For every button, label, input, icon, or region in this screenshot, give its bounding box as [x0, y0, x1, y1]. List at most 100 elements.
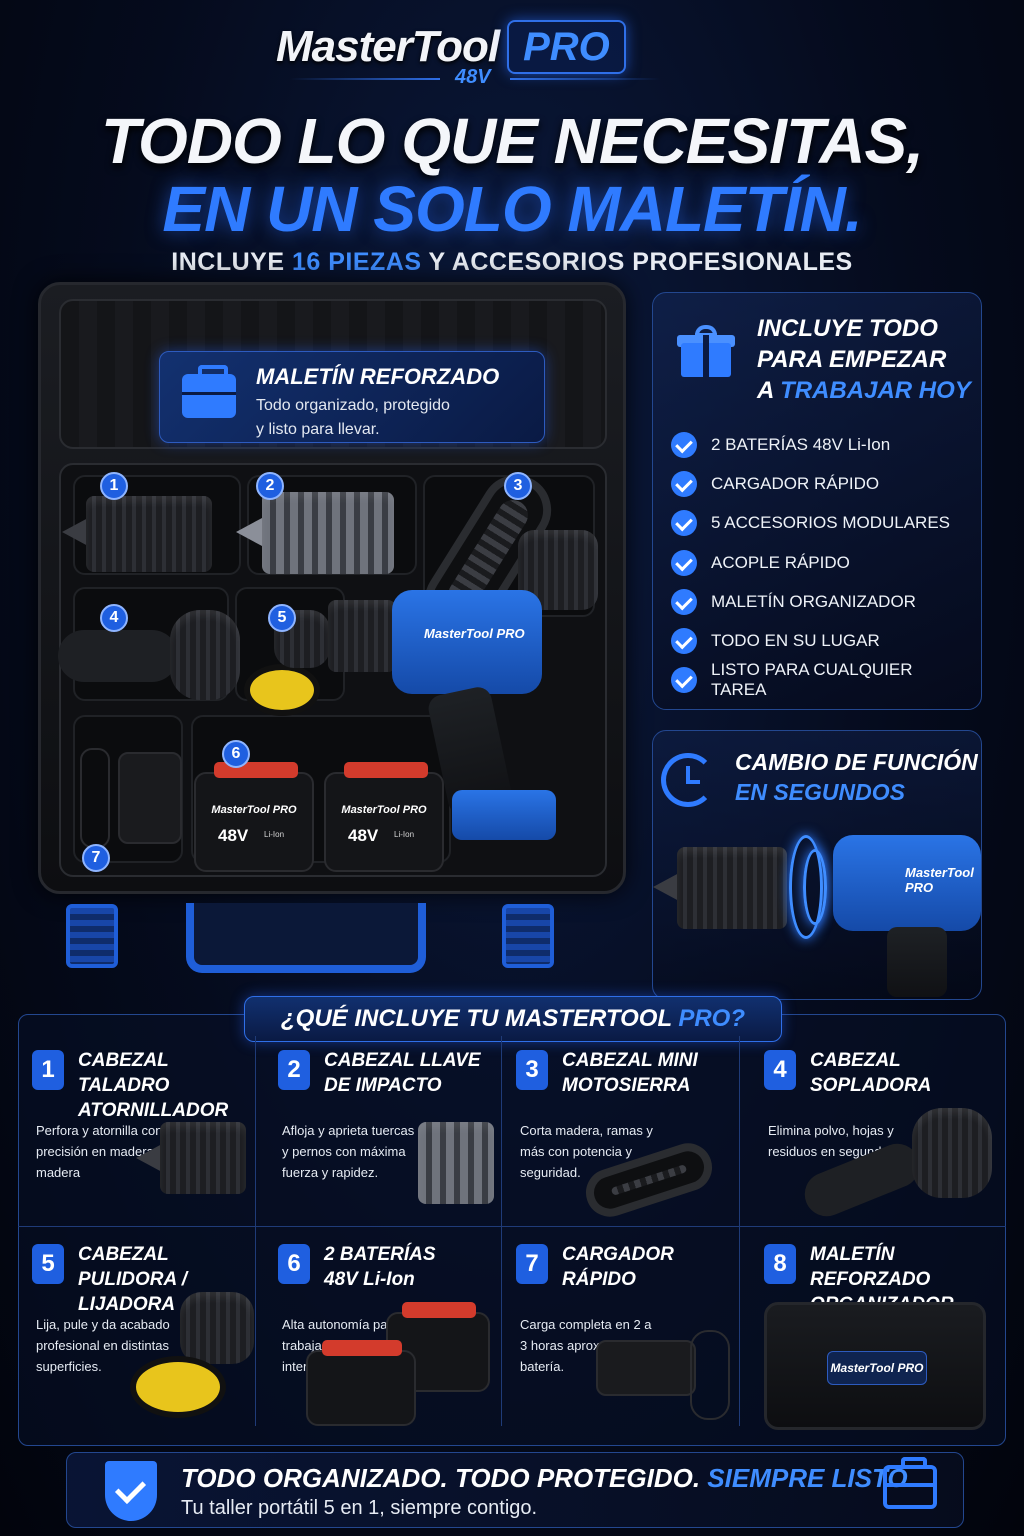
quick-drill-body [833, 835, 981, 931]
drill-head-image [86, 496, 212, 572]
battery-1-brand: MasterTool PRO [211, 804, 297, 816]
footer-title: TODO ORGANIZADO. TODO PROTEGIDO. SIEMPRE… [181, 1463, 915, 1494]
grid-cell-title-line-1: MALETÍN REFORZADO [810, 1244, 931, 1290]
check-icon [671, 470, 697, 497]
grid-cell-number: 2 [278, 1050, 310, 1090]
clock-refresh-icon [661, 753, 715, 807]
battery-1-image: MasterTool PRO 48V Li-Ion [194, 762, 314, 872]
check-icon [671, 431, 697, 458]
drill-chuck-tip [62, 518, 88, 546]
grid-cell-number: 4 [764, 1050, 796, 1090]
quick-drill-chuck [677, 847, 787, 929]
case-marker-7: 7 [82, 844, 110, 872]
grid-impact-head-image [418, 1122, 494, 1204]
charger-image [118, 752, 182, 844]
battery-2-voltage: 48V [348, 826, 379, 845]
briefcase-icon [883, 1457, 937, 1509]
grid-row-divider [18, 1226, 1006, 1227]
case-marker-1: 1 [100, 472, 128, 500]
battery-2-chem: Li-Ion [394, 830, 415, 839]
subtitle-highlight: 16 PIEZAS [291, 248, 422, 276]
includes-title-line-1: INCLUYE TODO [757, 315, 938, 342]
grid-cell-title-line-1: 2 BATERÍAS [324, 1244, 436, 1265]
list-item-label: 2 BATERÍAS 48V Li-Ion [711, 434, 891, 454]
case-lid: MALETÍN REFORZADO Todo organizado, prote… [59, 299, 607, 449]
quick-drill-grip [887, 927, 947, 997]
quick-change-title: CAMBIO DE FUNCIÓN EN SEGUNDOS [735, 747, 978, 807]
grid-blower-body-image [912, 1108, 992, 1198]
case-marker-3: 3 [504, 472, 532, 500]
case-handle [186, 903, 426, 973]
quick-chuck-tip [653, 873, 679, 901]
battery-2-brand: MasterTool PRO [341, 804, 427, 816]
grid-cell-number: 3 [516, 1050, 548, 1090]
grid-cell-title-line-1: CABEZAL [810, 1050, 901, 1071]
briefcase-icon [182, 365, 236, 418]
list-item: MALETÍN ORGANIZADOR [671, 582, 971, 621]
grid-cell-number: 7 [516, 1244, 548, 1284]
battery-1-chem: Li-Ion [264, 830, 285, 839]
list-item-label: 5 ACCESORIOS MODULARES [711, 513, 951, 533]
grid-cell-number: 5 [32, 1244, 64, 1284]
list-item-label: ACOPLE RÁPIDO [711, 552, 850, 572]
included-grid-title: ¿QUÉ INCLUYE TU MASTERTOOL PRO? [244, 996, 782, 1042]
grid-cell-number: 1 [32, 1050, 64, 1090]
grid-drill-head-image [160, 1122, 246, 1194]
quick-connect-ring-inner [803, 849, 827, 925]
blower-nozzle-image [58, 630, 178, 682]
includes-title: INCLUYE TODO PARA EMPEZAR A TRABAJAR HOY [757, 313, 971, 406]
headline-line-2: EN UN SOLO MALETÍN. [162, 173, 862, 245]
grid-cell-title-line-2: RÁPIDO [562, 1269, 636, 1290]
brand-name: MasterTool [276, 22, 500, 71]
grid-cell-text: Lija, pule y da acabado profesional en d… [36, 1317, 170, 1374]
charger-cable-image [80, 748, 110, 848]
headline-subtitle: INCLUYE 16 PIEZAS Y ACCESORIOS PROFESION… [0, 248, 1024, 277]
case-card-text: Todo organizado, protegido y listo para … [256, 394, 450, 442]
list-item-label: LISTO PARA CUALQUIER TAREA [711, 660, 913, 700]
list-item: 5 ACCESORIOS MODULARES [671, 504, 971, 543]
main-drill-chuck [328, 600, 396, 672]
included-grid-title-highlight: PRO? [678, 1005, 746, 1032]
battery-1-voltage: 48V [218, 826, 249, 845]
quick-drill-label: MasterTool PRO [905, 865, 974, 895]
brand-voltage: 48V [455, 66, 491, 88]
check-icon [671, 667, 697, 694]
footer-banner: TODO ORGANIZADO. TODO PROTEGIDO. SIEMPRE… [66, 1452, 964, 1528]
list-item-label: MALETÍN ORGANIZADOR [711, 591, 916, 611]
footer-title-a: TODO ORGANIZADO. TODO PROTEGIDO. [181, 1463, 708, 1493]
brand-underline-right [510, 78, 660, 80]
impact-chuck-tip [236, 518, 262, 546]
grid-cell-title-line-1: CABEZAL LLAVE [324, 1050, 481, 1071]
case-latch-left [66, 904, 118, 968]
grid-cell-text: Afloja y aprieta tuercas y pernos con má… [282, 1123, 415, 1180]
check-icon [671, 510, 697, 537]
subtitle-part-a: INCLUYE [171, 248, 292, 276]
case-card-text-line-2: y listo para llevar. [256, 421, 380, 438]
grid-battery-1-image [306, 1340, 416, 1426]
grid-cell-title-line-2: MOTOSIERRA [562, 1075, 691, 1096]
polisher-pad-image [244, 664, 320, 716]
grid-cell-8: 8 MALETÍN REFORZADOORGANIZADOR MasterToo… [752, 1230, 1004, 1430]
includes-checklist: 2 BATERÍAS 48V Li-Ion CARGADOR RÁPIDO 5 … [671, 425, 971, 700]
includes-title-line-3-a: A [757, 377, 781, 404]
list-item: LISTO PARA CUALQUIER TAREA [671, 660, 971, 700]
grid-drill-tip [136, 1144, 162, 1172]
main-drill-base [452, 790, 556, 840]
headline-line-1: TODO LO QUE NECESITAS, [101, 105, 924, 177]
list-item: TODO EN SU LUGAR [671, 621, 971, 660]
case-latch-right [502, 904, 554, 968]
includes-panel: INCLUYE TODO PARA EMPEZAR A TRABAJAR HOY… [652, 292, 982, 710]
grid-cell-title-line-1: CABEZAL TALADRO [78, 1050, 170, 1096]
grid-cell-text: Corta madera, ramas y más con potencia y… [520, 1123, 653, 1180]
case-marker-4: 4 [100, 604, 128, 632]
